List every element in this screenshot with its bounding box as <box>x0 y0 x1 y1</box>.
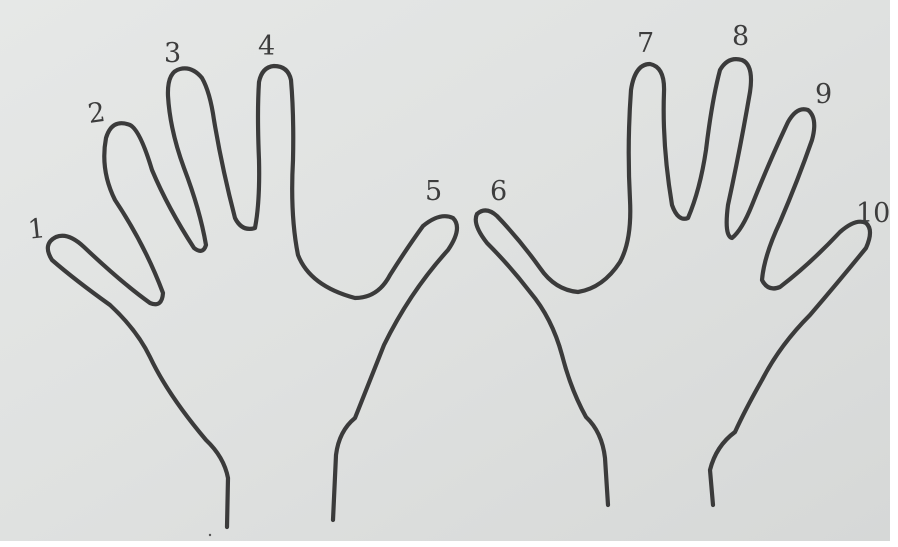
finger-number-10: 10 <box>856 198 890 229</box>
left-hand-outline <box>45 63 460 530</box>
finger-number-5: 5 <box>425 176 442 207</box>
photo-border-right <box>890 0 898 547</box>
finger-number-4: 4 <box>258 31 275 62</box>
finger-number-8: 8 <box>732 21 749 52</box>
finger-number-2: 2 <box>86 97 107 130</box>
finger-number-6: 6 <box>490 176 507 207</box>
finger-number-3: 3 <box>164 38 181 69</box>
finger-number-7: 7 <box>637 28 654 59</box>
finger-number-9: 9 <box>815 79 832 110</box>
photo-border-bottom <box>0 541 898 547</box>
finger-number-1: 1 <box>26 213 46 246</box>
right-hand-outline <box>473 57 873 508</box>
ink-speck <box>208 533 212 537</box>
